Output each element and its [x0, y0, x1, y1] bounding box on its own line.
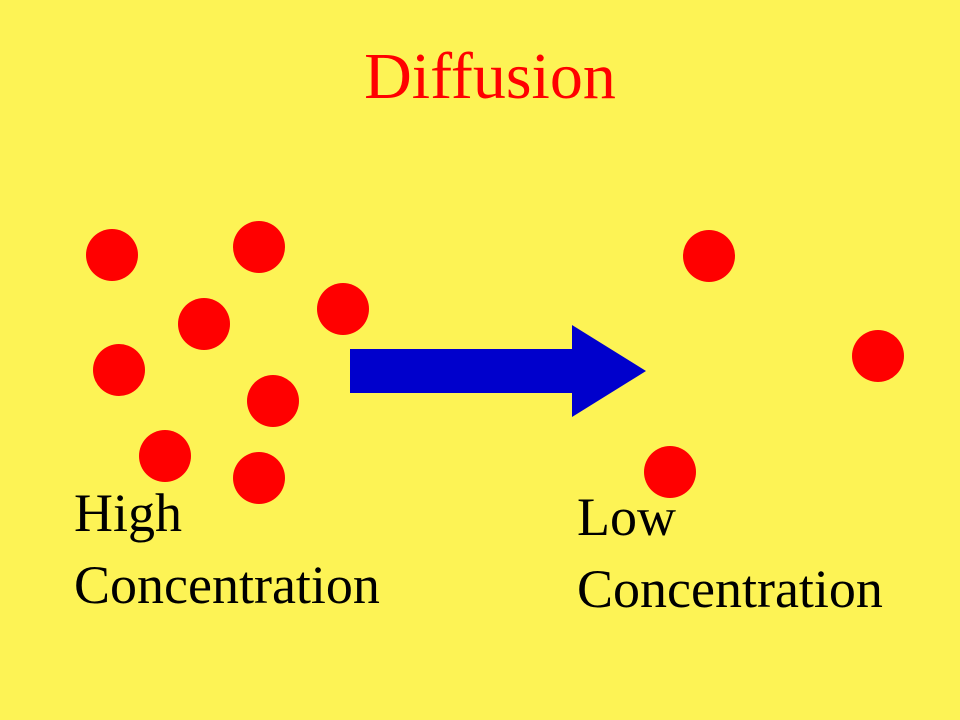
diffusion-arrow-icon: [350, 325, 646, 417]
low-label-line1: Low: [577, 487, 676, 547]
high-label-line2: Concentration: [74, 555, 380, 615]
particle: [247, 375, 299, 427]
low-label-line2: Concentration: [577, 559, 883, 619]
particle: [178, 298, 230, 350]
particle: [644, 446, 696, 498]
particle: [852, 330, 904, 382]
particle: [93, 344, 145, 396]
particle: [233, 452, 285, 504]
low-concentration-label: Low Concentration: [577, 481, 883, 625]
particle: [139, 430, 191, 482]
diagram-title: Diffusion: [364, 40, 616, 113]
particle: [233, 221, 285, 273]
particle: [317, 283, 369, 335]
particle: [86, 229, 138, 281]
high-label-line1: High: [74, 483, 182, 543]
high-concentration-label: High Concentration: [74, 477, 380, 621]
particle: [683, 230, 735, 282]
